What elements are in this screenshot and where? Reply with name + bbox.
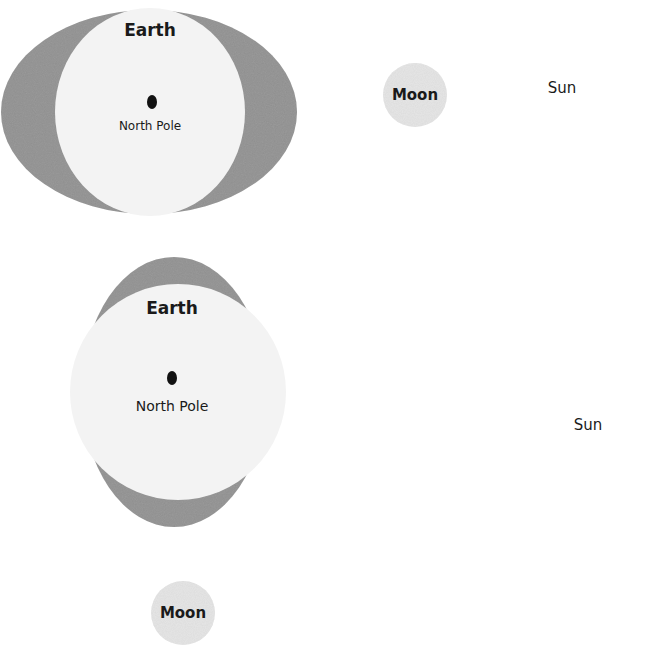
body-node: EarthNorth Pole xyxy=(64,284,280,500)
earth-disc xyxy=(55,8,245,216)
body-node: Moon xyxy=(383,63,447,127)
body-label: Sun xyxy=(548,79,577,97)
body-name: Earth xyxy=(146,298,198,318)
body-name: Moon xyxy=(160,604,206,622)
pole-dot xyxy=(167,371,177,385)
body-node: Moon xyxy=(151,581,215,645)
moon-disc xyxy=(383,63,447,127)
point-label: North Pole xyxy=(119,119,181,133)
body-label: Sun xyxy=(574,416,603,434)
point-label: North Pole xyxy=(136,398,209,414)
pole-dot xyxy=(147,95,157,109)
body-name: Earth xyxy=(124,20,176,40)
body-node: EarthNorth Pole xyxy=(55,9,245,215)
body-name: Moon xyxy=(392,86,438,104)
earth-disc xyxy=(70,284,286,500)
moon-disc xyxy=(151,581,215,645)
